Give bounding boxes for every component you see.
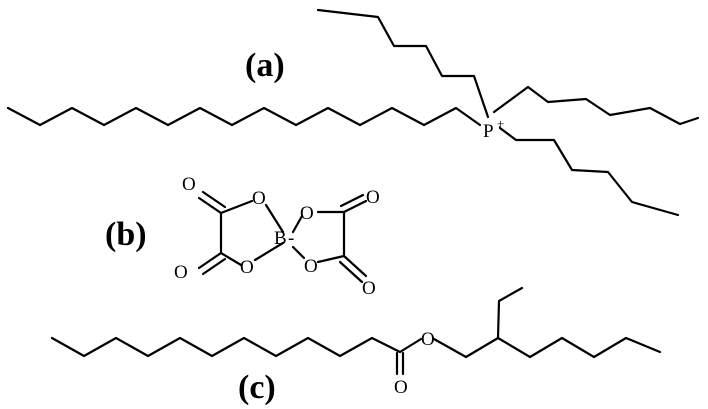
atom-oxygen-ring: O bbox=[304, 256, 318, 277]
chain-a-hexyl-bottom bbox=[490, 120, 680, 217]
chain-c-ethyl-branch bbox=[496, 286, 524, 340]
atom-oxygen-ring: O bbox=[240, 257, 254, 278]
chain-a-hexyl-top bbox=[316, 8, 490, 119]
panel-label-c: (c) bbox=[238, 369, 276, 406]
atom-oxygen-ring: O bbox=[300, 203, 314, 224]
atom-oxygen-ring: O bbox=[252, 188, 266, 209]
atom-oxygen-carbonyl: O bbox=[394, 377, 408, 398]
chain-a-tetradecyl bbox=[6, 106, 482, 127]
chain-c-alkyl bbox=[432, 336, 662, 359]
atom-oxygen-ester: O bbox=[421, 329, 435, 350]
structure-c-ester: O O bbox=[50, 286, 662, 398]
atom-phosphorus: P bbox=[483, 121, 494, 142]
atom-boron: B bbox=[274, 228, 287, 249]
panel-label-b: (b) bbox=[105, 216, 147, 253]
chain-c-acyl bbox=[50, 336, 402, 358]
atom-oxygen-carbonyl: O bbox=[182, 174, 196, 195]
atom-oxygen-carbonyl: O bbox=[366, 187, 380, 208]
atom-oxygen-carbonyl: O bbox=[174, 262, 188, 283]
atom-phosphorus-charge: + bbox=[497, 116, 504, 131]
atom-boron-charge: - bbox=[288, 228, 294, 249]
panel-label-a: (a) bbox=[245, 47, 285, 84]
chain-a-hexyl-right bbox=[492, 85, 700, 126]
structure-a-phosphonium: P + bbox=[6, 8, 700, 217]
structure-b-borate: O O O O O O O O B - bbox=[174, 174, 380, 299]
atom-oxygen-carbonyl: O bbox=[362, 278, 376, 299]
